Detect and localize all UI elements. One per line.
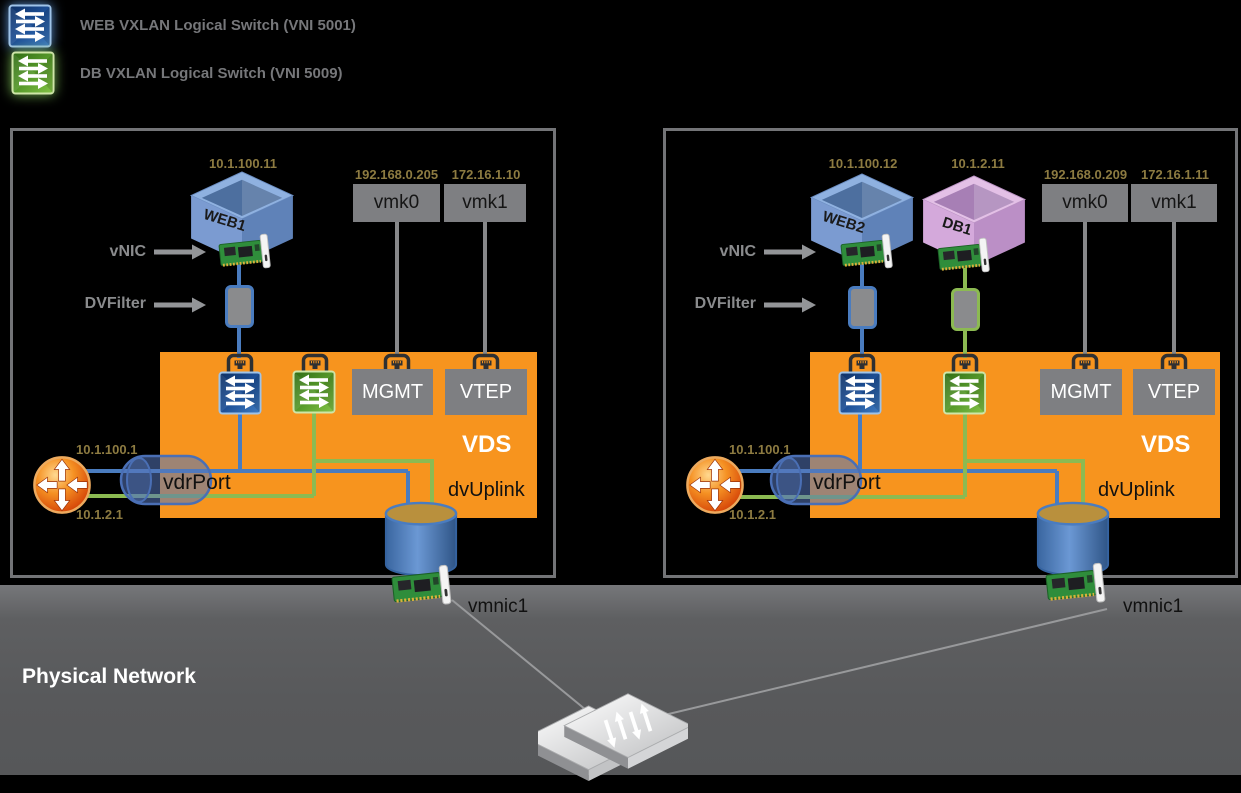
mgmt-portgroup: MGMT: [352, 369, 433, 415]
vmnic-label: vmnic1: [1123, 596, 1184, 617]
db-logical-switch-icon: [11, 51, 55, 95]
vmk0-ip: 192.168.0.205: [354, 167, 439, 182]
vtep-portgroup: VTEP: [1133, 369, 1215, 415]
router-ip-top: 10.1.100.1: [729, 442, 791, 457]
vnic-card-icon: [217, 232, 274, 273]
db-logical-switch-icon: [942, 371, 987, 415]
vnic-card-icon: [839, 232, 896, 273]
vdrport-label: vdrPort: [163, 471, 231, 494]
mgmt-portgroup: MGMT: [1040, 369, 1122, 415]
vmnic-card-icon: [390, 563, 456, 611]
dvfilter-label: DVFilter: [84, 295, 146, 312]
router-ip-top: 10.1.100.1: [76, 442, 138, 457]
dvfilter-arrow-icon: [152, 296, 208, 314]
web-logical-switch-icon: [218, 371, 262, 415]
vm-ip: 10.1.2.11: [951, 156, 1005, 171]
dvfilter-label: DVFilter: [694, 295, 756, 312]
vm-ip: 10.1.100.11: [209, 156, 277, 171]
web-logical-switch-icon: [838, 371, 882, 415]
db-logical-switch-icon: [292, 370, 336, 414]
vdrport-label: vdrPort: [813, 471, 881, 494]
vnic-arrow-icon: [152, 243, 208, 261]
host2-box: [663, 128, 1238, 578]
vnic-card-icon: [936, 236, 993, 277]
router-ip-bottom: 10.1.2.1: [76, 507, 123, 522]
vmk0-ip: 192.168.0.209: [1043, 167, 1128, 182]
dvfilter-web1: [225, 285, 254, 328]
dvuplink-label: dvUplink: [1098, 479, 1175, 501]
vds-label: VDS: [462, 431, 512, 458]
host1-box: [10, 128, 556, 578]
physical-network-label: Physical Network: [22, 665, 196, 688]
dvfilter-arrow-icon: [762, 296, 818, 314]
vmk0-box: vmk0: [1042, 184, 1128, 222]
physical-switch-icon: [538, 688, 688, 782]
vmnic-card-icon: [1044, 561, 1110, 609]
vnic-label: vNIC: [719, 243, 756, 260]
vmk1-box: vmk1: [1131, 184, 1217, 222]
dvfilter-web2: [848, 286, 877, 329]
vmk0-box: vmk0: [353, 184, 440, 222]
web-logical-switch-icon: [8, 4, 52, 48]
vnic-label: vNIC: [109, 243, 146, 260]
vtep-portgroup: VTEP: [445, 369, 527, 415]
legend-web-label: WEB VXLAN Logical Switch (VNI 5001): [80, 17, 356, 34]
vmk1-ip: 172.16.1.11: [1141, 167, 1209, 182]
router-ip-bottom: 10.1.2.1: [729, 507, 776, 522]
vnic-arrow-icon: [762, 243, 818, 261]
vmk1-ip: 172.16.1.10: [451, 167, 521, 182]
legend-db-label: DB VXLAN Logical Switch (VNI 5009): [80, 65, 343, 82]
vmk1-box: vmk1: [444, 184, 526, 222]
dvuplink-label: dvUplink: [448, 479, 525, 501]
vmnic-label: vmnic1: [468, 596, 529, 617]
vds-label: VDS: [1141, 431, 1191, 458]
dvfilter-db1: [951, 288, 980, 331]
vm-ip: 10.1.100.12: [828, 156, 898, 171]
